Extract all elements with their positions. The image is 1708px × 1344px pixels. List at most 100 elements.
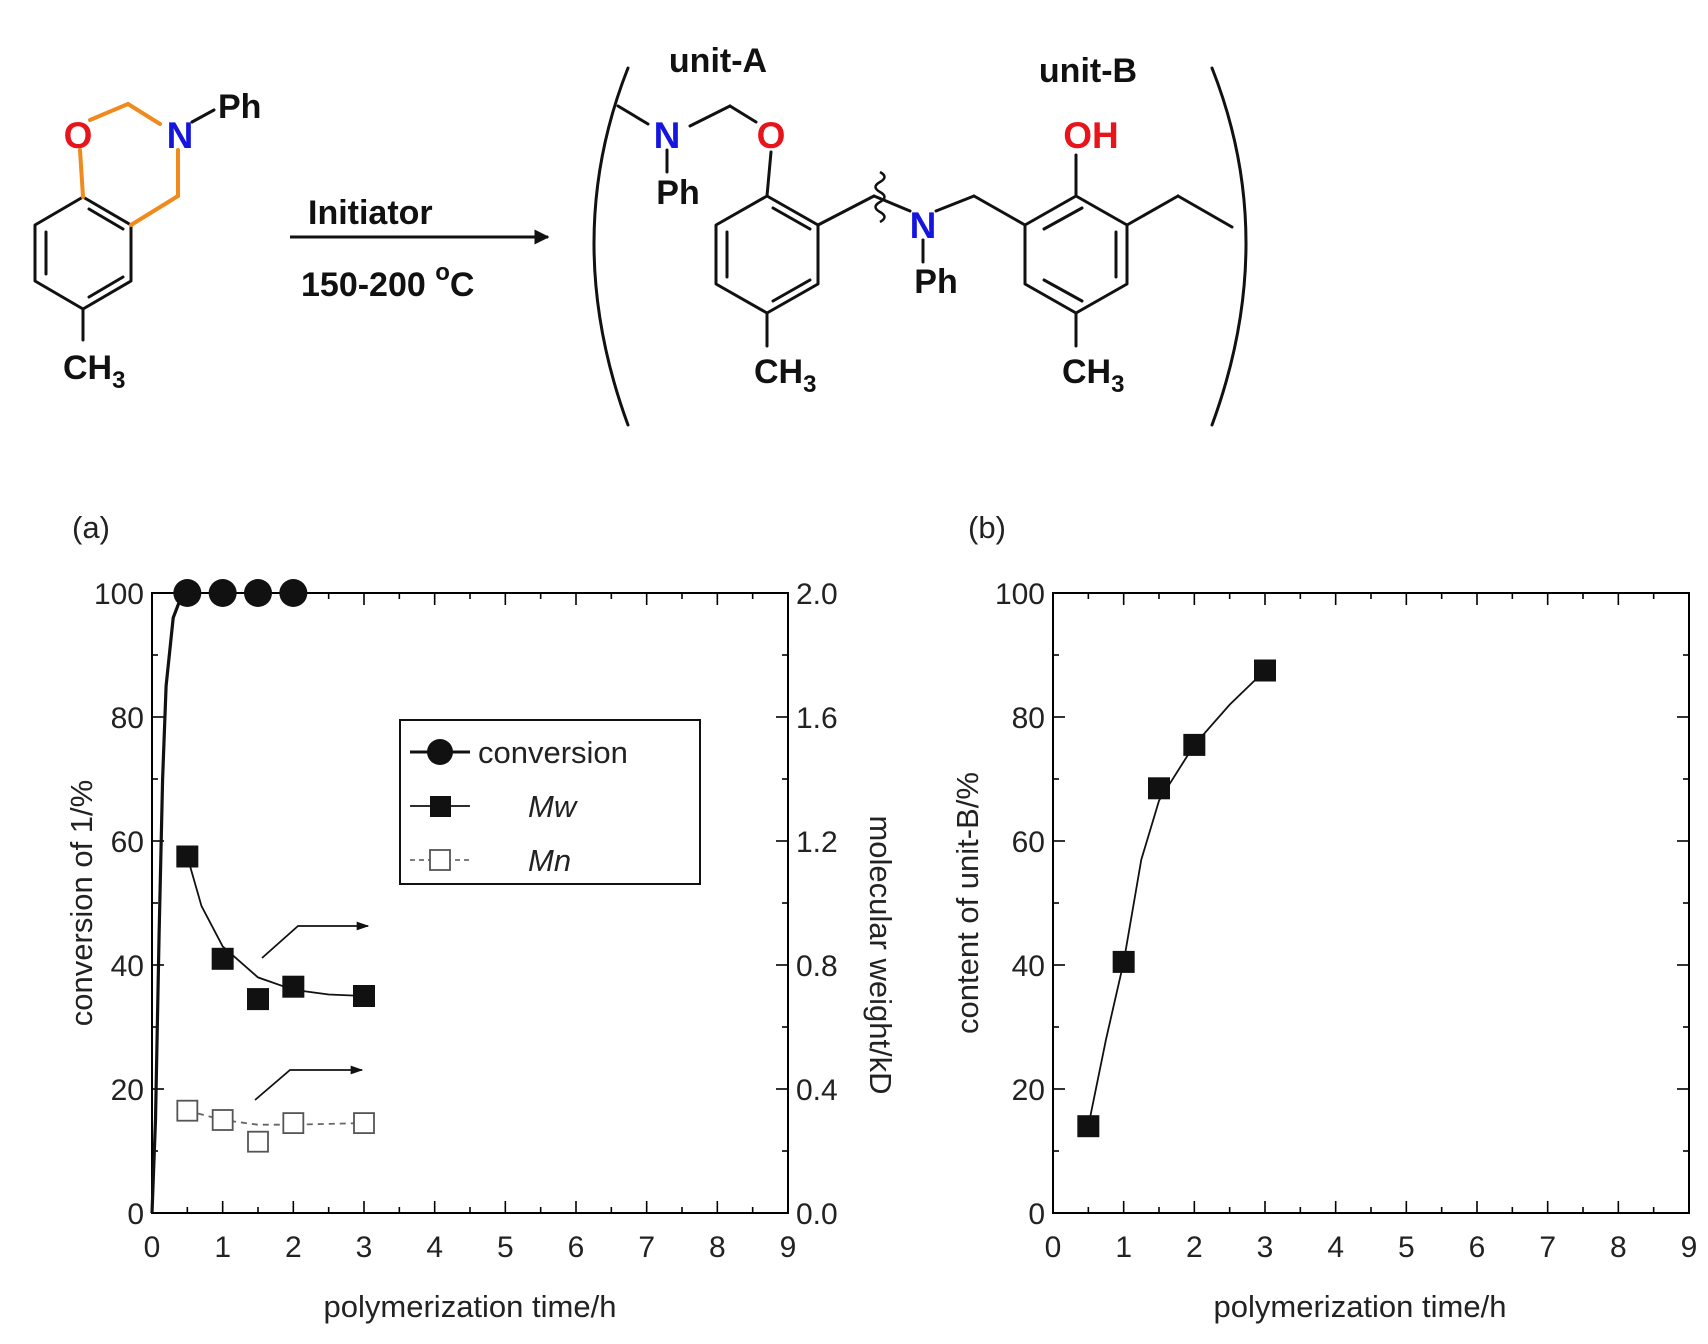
y2-tick-label: 0.0 [796, 1198, 838, 1231]
chart-a-x-axis-label: polymerization time/h [324, 1289, 617, 1324]
legend-conversion-label: conversion [478, 735, 628, 770]
conversion-data-point [173, 579, 202, 607]
monomer-oxygen: O [64, 115, 93, 156]
chart-b-y-axis-label: content of unit-B/% [950, 772, 985, 1034]
series-data-point [1112, 950, 1135, 973]
x-tick-label: 4 [426, 1231, 443, 1264]
series-data-point [1077, 1115, 1100, 1138]
mw-data-point [353, 985, 375, 1007]
y2-tick-label: 0.8 [796, 950, 838, 983]
mw-fit-curve [186, 856, 365, 997]
chart-b-axis-ticks [1052, 592, 1690, 1214]
chart-a-y-axis-label: conversion of 1/% [64, 780, 99, 1026]
mw-data-point [211, 947, 234, 970]
x-tick-label: 7 [638, 1231, 655, 1264]
chart-a-y-tick-labels: 0 20 40 60 80 100 [94, 578, 144, 1231]
y-tick-label: 100 [94, 578, 144, 611]
y2-tick-label: 1.2 [796, 826, 838, 859]
chart-b-panel-label: (b) [968, 510, 1006, 545]
unit-b-hydroxyl: OH [1063, 115, 1119, 156]
reaction-scheme: O N Ph CH3 Initiator 150-200 oC [33, 42, 1248, 427]
x-tick-label: 0 [144, 1231, 161, 1264]
mw-data-point [282, 975, 305, 998]
x-tick-label: 7 [1539, 1231, 1556, 1264]
x-tick-label: 5 [1398, 1231, 1415, 1264]
mn-data-point [282, 1112, 305, 1134]
y-tick-label: 20 [1012, 1074, 1045, 1107]
bridge-phenyl: Ph [914, 263, 957, 301]
chart-a-x-tick-labels: 0 1 2 3 4 5 6 7 8 9 [144, 1231, 797, 1264]
series-data-point [1148, 777, 1170, 800]
x-tick-label: 2 [1186, 1231, 1203, 1264]
chart-b-y-tick-labels: 0 20 40 60 80 100 [995, 578, 1045, 1231]
x-tick-label: 1 [1115, 1231, 1132, 1264]
y-tick-label: 40 [1012, 950, 1045, 983]
legend-entry-mw: Mw [410, 789, 579, 824]
unit-b-methyl: CH3 [1062, 353, 1124, 398]
unit-b-label: unit-B [1039, 52, 1137, 90]
unit-a-methyl: CH3 [754, 353, 816, 398]
arrow-temperature-label: 150-200 oC [301, 259, 474, 304]
x-tick-label: 3 [356, 1231, 373, 1264]
series-fit-curve [1087, 669, 1266, 1127]
arrow-initiator-label: Initiator [308, 194, 433, 232]
chart-b-fit-curves [1087, 669, 1266, 1127]
chart-a-panel-label: (a) [72, 510, 110, 545]
unit-a-phenyl: Ph [656, 174, 699, 212]
mn-data-point [176, 1099, 199, 1122]
y-tick-label: 80 [111, 702, 144, 735]
x-tick-label: 6 [1469, 1231, 1486, 1264]
x-tick-label: 1 [214, 1231, 231, 1264]
unit-a-oxygen: O [757, 115, 786, 156]
chart-a-legend: conversion Mw Mn [399, 719, 701, 885]
x-tick-label: 0 [1045, 1231, 1062, 1264]
x-tick-label: 5 [497, 1231, 514, 1264]
x-tick-label: 8 [709, 1231, 726, 1264]
chart-a-y2-axis-label: molecular weight/kD [863, 815, 898, 1094]
series-data-point [1254, 659, 1276, 682]
monomer-structure: O N Ph CH3 [33, 88, 261, 394]
reaction-arrow: Initiator 150-200 oC [290, 194, 550, 304]
x-tick-label: 3 [1257, 1231, 1274, 1264]
y-tick-label: 60 [1012, 826, 1045, 859]
mw-data-point [247, 988, 269, 1011]
mn-data-point [211, 1109, 234, 1131]
x-tick-label: 8 [1610, 1231, 1627, 1264]
x-tick-label: 2 [285, 1231, 302, 1264]
unit-a-nitrogen: N [654, 115, 681, 156]
y-tick-label: 100 [995, 578, 1045, 611]
y-tick-label: 0 [1028, 1198, 1045, 1231]
chart-b-x-axis-label: polymerization time/h [1214, 1289, 1507, 1324]
monomer-nitrogen: N [167, 115, 194, 156]
monomer-methyl: CH3 [63, 349, 125, 394]
x-tick-label: 9 [780, 1231, 797, 1264]
conversion-data-point [279, 579, 308, 607]
chart-b-data-points [1077, 659, 1276, 1138]
monomer-phenyl: Ph [218, 88, 261, 126]
legend-entry-mn: Mn [410, 843, 571, 878]
chart-a-plot-frame [151, 592, 789, 1214]
polymer-structure: unit-A unit-B N Ph O CH3 N Ph OH CH3 [592, 42, 1248, 427]
legend-entry-conversion: conversion [410, 735, 628, 770]
chart-b-plot-frame [1052, 592, 1690, 1214]
legend-conversion-marker [427, 739, 453, 765]
y-tick-label: 80 [1012, 702, 1045, 735]
y-tick-label: 0 [127, 1198, 144, 1231]
legend-mn-marker [429, 849, 451, 871]
conversion-data-point [244, 579, 272, 607]
y-tick-label: 40 [111, 950, 144, 983]
chart-a-mn-axis-pointer [254, 1065, 364, 1101]
unit-a-label: unit-A [669, 42, 767, 80]
series-data-point [1183, 733, 1206, 756]
y-tick-label: 20 [111, 1074, 144, 1107]
mn-data-point [247, 1130, 269, 1153]
x-tick-label: 6 [568, 1231, 585, 1264]
x-tick-label: 4 [1327, 1231, 1344, 1264]
chart-a-axis-ticks [151, 592, 789, 1214]
y-tick-label: 60 [111, 826, 144, 859]
conversion-data-point [208, 579, 237, 607]
